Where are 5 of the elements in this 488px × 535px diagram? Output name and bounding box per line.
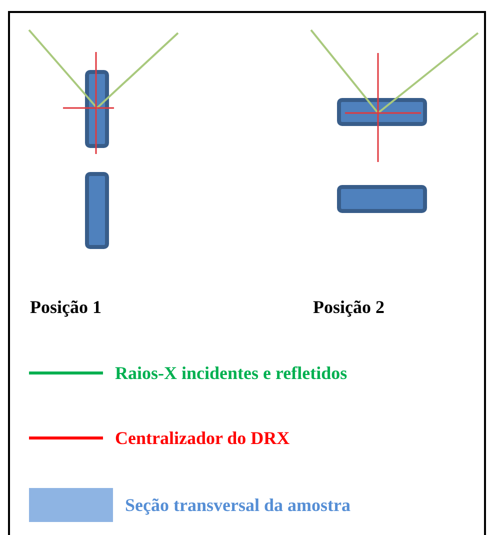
position-label: Posição 2 — [313, 297, 384, 318]
legend-text: Raios-X incidentes e refletidos — [115, 362, 348, 384]
legend-text: Seção transversal da amostra — [125, 494, 350, 516]
position-label: Posição 1 — [30, 297, 102, 318]
legend-text: Centralizador do DRX — [115, 428, 290, 448]
